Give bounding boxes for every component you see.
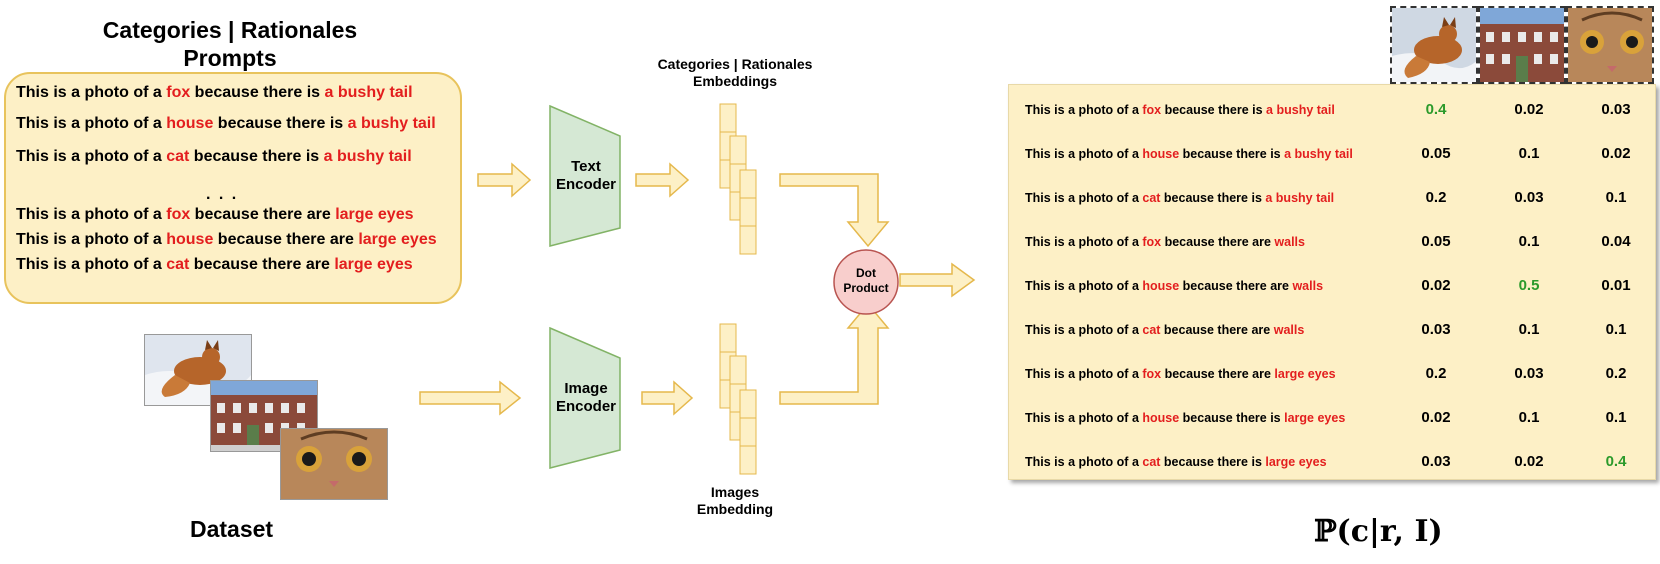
score-cell: 0.05 (1421, 233, 1451, 250)
score-cell: 0.1 (1518, 233, 1540, 250)
table-row: This is a photo of a house because there… (1009, 275, 1657, 297)
table-row: This is a photo of a cat because there i… (1009, 187, 1657, 209)
row-prompt: This is a photo of a house because there… (1025, 147, 1353, 161)
row-prompt: This is a photo of a fox because there i… (1025, 103, 1335, 117)
prompt-line: This is a photo of a house because there… (16, 115, 436, 132)
table-row: This is a photo of a fox because there a… (1009, 231, 1657, 253)
arrow-icon (419, 162, 976, 416)
score-cell: 0.5 (1518, 277, 1540, 294)
table-header-cat-image (1566, 6, 1654, 84)
table-row: This is a photo of a fox because there i… (1009, 99, 1657, 121)
table-row: This is a photo of a house because there… (1009, 143, 1657, 165)
text-encoder-shape (549, 104, 621, 247)
score-cell: 0.4 (1425, 101, 1447, 118)
table-header-fox-image (1390, 6, 1478, 84)
score-cell: 0.02 (1601, 145, 1631, 162)
prompt-line: This is a photo of a fox because there a… (16, 206, 414, 223)
image-encoder-shape (549, 326, 621, 469)
score-cell: 0.2 (1425, 365, 1447, 382)
score-cell: 0.1 (1605, 321, 1627, 338)
prompts-title: Categories | Rationales Prompts (60, 16, 400, 72)
score-cell: 0.03 (1421, 321, 1451, 338)
prompt-line: This is a photo of a cat because there a… (16, 256, 413, 273)
row-prompt: This is a photo of a house because there… (1025, 411, 1346, 425)
score-cell: 0.03 (1601, 101, 1631, 118)
table-header-house-image (1478, 6, 1566, 84)
score-cell: 0.01 (1601, 277, 1631, 294)
score-cell: 0.4 (1605, 453, 1627, 470)
score-cell: 0.02 (1421, 409, 1451, 426)
prompts-title-line1: Categories | Rationales (102, 17, 358, 43)
prompt-line: This is a photo of a cat because there i… (16, 148, 412, 165)
score-cell: 0.1 (1518, 321, 1540, 338)
score-cell: 0.1 (1605, 189, 1627, 206)
score-cell: 0.02 (1514, 101, 1544, 118)
score-cell: 0.03 (1421, 453, 1451, 470)
prompts-title-line2: Prompts (183, 45, 277, 71)
dataset-label: Dataset (190, 516, 274, 542)
table-row: This is a photo of a house because there… (1009, 407, 1657, 429)
dot-product-circle (833, 249, 899, 315)
score-cell: 0.2 (1425, 189, 1447, 206)
prompt-line: This is a photo of a house because there… (16, 231, 437, 248)
score-cell: 0.03 (1514, 189, 1544, 206)
score-cell: 0.1 (1518, 409, 1540, 426)
prompt-line: This is a photo of a fox because there i… (16, 84, 413, 101)
row-prompt: This is a photo of a cat because there i… (1025, 191, 1335, 205)
score-cell: 0.02 (1421, 277, 1451, 294)
score-cell: 0.1 (1605, 409, 1627, 426)
probability-label: ℙ(c|r, I) (1314, 514, 1443, 549)
row-prompt: This is a photo of a cat because there i… (1025, 455, 1327, 469)
house-thumbnail (210, 380, 318, 452)
row-prompt: This is a photo of a fox because there a… (1025, 235, 1305, 249)
score-cell: 0.02 (1514, 453, 1544, 470)
table-row: This is a photo of a cat because there a… (1009, 319, 1657, 341)
score-table: This is a photo of a fox because there i… (1008, 84, 1656, 480)
prompts-panel: This is a photo of a fox because there i… (4, 72, 462, 304)
score-cell: 0.04 (1601, 233, 1631, 250)
prompt-ellipsis: . . . (206, 186, 239, 203)
score-cell: 0.2 (1605, 365, 1627, 382)
score-cell: 0.05 (1421, 145, 1451, 162)
table-row: This is a photo of a cat because there i… (1009, 451, 1657, 473)
row-prompt: This is a photo of a house because there… (1025, 279, 1324, 293)
row-prompt: This is a photo of a fox because there a… (1025, 367, 1336, 381)
cat-thumbnail (280, 428, 388, 500)
row-prompt: This is a photo of a cat because there a… (1025, 323, 1305, 337)
table-row: This is a photo of a fox because there a… (1009, 363, 1657, 385)
score-cell: 0.1 (1518, 145, 1540, 162)
score-cell: 0.03 (1514, 365, 1544, 382)
